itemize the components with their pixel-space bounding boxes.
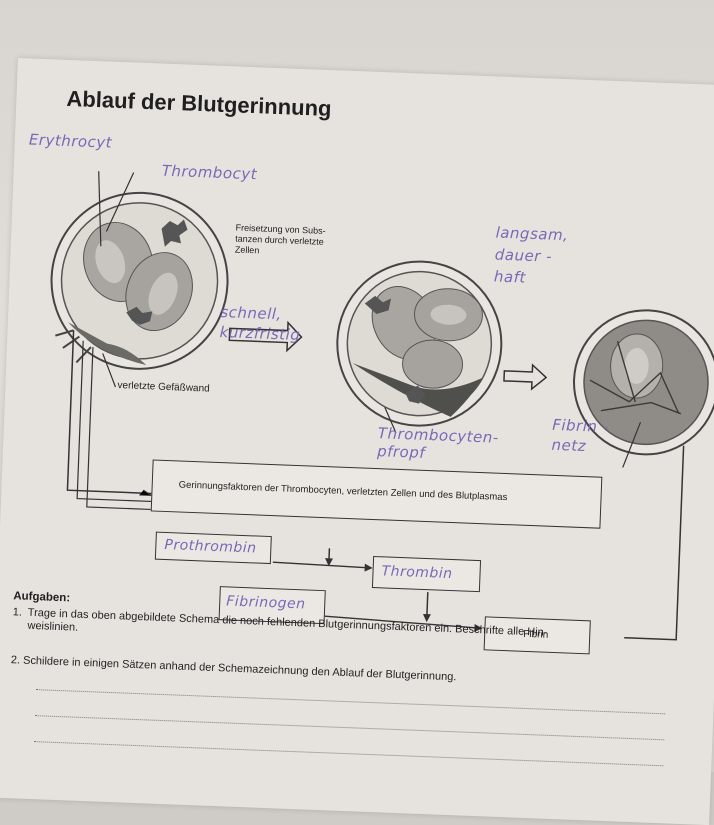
arrow-slow <box>503 363 548 391</box>
label-thrombocyt: Thrombocyt <box>161 161 258 184</box>
tasks-heading: Aufgaben: <box>13 590 71 605</box>
fibrinogen-label: Fibrinogen <box>225 593 306 613</box>
factors-text: Gerinnungsfaktoren der Thrombocyten, ver… <box>178 479 508 504</box>
thrombin-box: Thrombin <box>371 556 482 593</box>
thrombin-label: Thrombin <box>381 563 453 583</box>
prothrombin-label: Prothrombin <box>164 536 257 557</box>
label-fibrin-net: Fibrin - netz <box>551 415 609 456</box>
blood-clotting-diagram <box>50 171 714 641</box>
label-plug: Thrombocyten- pfropf <box>376 424 500 462</box>
prothrombin-box: Prothrombin <box>154 531 272 565</box>
label-erythrocyt: Erythrocyt <box>28 130 113 152</box>
label-slow: langsam, dauer - haft <box>493 223 569 287</box>
release-note: Freisetzung von Subs- tanzen durch verle… <box>234 222 326 256</box>
label-fast: schnell, kurzfristig <box>219 302 301 345</box>
vessel-fibrin <box>573 309 714 468</box>
vessel-plug <box>336 260 503 434</box>
worksheet: Ablauf der Blutgerinnung <box>0 58 714 825</box>
vessel-injured <box>50 171 229 388</box>
arrow-fast <box>228 320 303 353</box>
